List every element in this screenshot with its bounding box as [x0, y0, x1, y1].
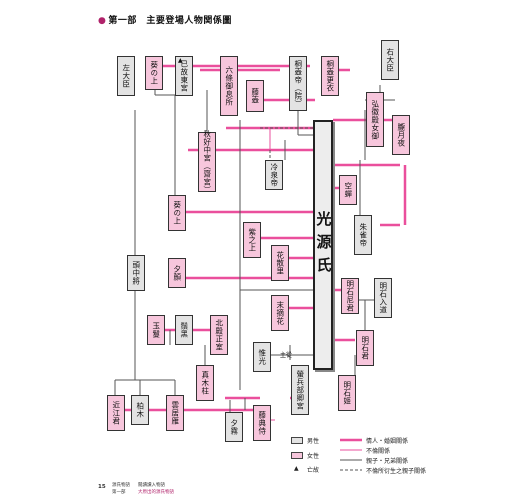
person-suzaku[interactable]: 朱雀帝 — [354, 215, 372, 255]
legend-dead: 亡故 — [307, 467, 320, 474]
legend-female: 女性 — [307, 453, 320, 460]
person-sadaijin[interactable]: 左大臣 — [117, 56, 135, 96]
person-kiritsubo-koi[interactable]: 桐壺更衣 — [321, 56, 339, 96]
legend-parent: 親子・兄弟關係 — [366, 458, 409, 465]
person-yugao[interactable]: 夕顏 — [168, 258, 186, 288]
person-akashi-kimi[interactable]: 明石君 — [356, 330, 374, 366]
page-number: 15 — [98, 484, 106, 490]
page-title: ●第一部 主要登場人物関係圖 — [98, 13, 232, 26]
person-aoi-2[interactable]: 葵の上 — [168, 195, 186, 231]
person-zenbo[interactable]: 已故東宮 — [175, 56, 193, 96]
person-yugiri[interactable]: 夕霧 — [225, 412, 243, 442]
person-omi[interactable]: 近江君 — [107, 395, 125, 431]
legend-lines — [340, 438, 362, 471]
master-servant-label: 主從 — [280, 352, 293, 359]
person-hyobu[interactable]: 螢兵部卿宮 — [291, 365, 309, 415]
legend-unethical-child: 不倫所衍生之親子關係 — [366, 468, 427, 475]
person-akashi-ama[interactable]: 明石尼君 — [341, 278, 359, 314]
person-akashi-nyudo[interactable]: 明石入道 — [374, 278, 392, 318]
person-murasaki[interactable]: 紫之上 — [243, 222, 261, 258]
person-tonojiji[interactable]: 藤典侍 — [253, 405, 271, 441]
person-hero[interactable]: 光源氏 — [313, 120, 333, 370]
person-tono-chujo[interactable]: 頭中將 — [127, 255, 145, 291]
dead-marker-icon: ▲ — [178, 57, 183, 64]
page-title-text: 第一部 主要登場人物関係圖 — [108, 16, 232, 26]
person-rokujo[interactable]: 六條御息所 — [220, 56, 238, 116]
person-fujitsubo[interactable]: 藤壺 — [246, 80, 264, 112]
legend-unethical: 不倫關係 — [366, 448, 391, 455]
person-koremitsu[interactable]: 惟光 — [253, 342, 271, 372]
person-higekuro[interactable]: 鬚黑 — [175, 315, 193, 345]
person-hanachirusato[interactable]: 花散里 — [271, 245, 289, 281]
footer-subtitle: 大原出的源氏物語 — [138, 490, 174, 495]
legend-lovers: 情人・婚姻關係 — [366, 438, 409, 445]
person-kumoinokari[interactable]: 雲居雁 — [166, 395, 184, 431]
footer-part: 第一部 — [112, 490, 126, 495]
legend-swatch-female — [291, 452, 303, 459]
person-udaijin[interactable]: 右大臣 — [381, 40, 399, 80]
person-akikonomu[interactable]: 秋好中宮（齋宮） — [198, 130, 216, 194]
person-kita-no-kata[interactable]: 北殿正室 — [210, 315, 228, 355]
person-aoi[interactable]: 葵の上 — [145, 56, 163, 90]
person-suetsumuhana[interactable]: 末摘花 — [271, 295, 289, 331]
legend-swatch-male — [291, 437, 303, 444]
person-makibashira[interactable]: 真木柱 — [196, 365, 214, 401]
person-kokiden[interactable]: 弘徽殿女御 — [366, 92, 384, 147]
legend-male: 男性 — [307, 438, 320, 445]
person-tamakazura[interactable]: 玉鬘 — [147, 315, 165, 345]
person-kiritsubo-tei[interactable]: 桐壺帝（院） — [289, 56, 307, 111]
footer-book-title: 源氏物語 — [112, 483, 130, 488]
person-reizei[interactable]: 冷泉帝 — [265, 160, 283, 190]
footer-series: 閱讀讀入物語 — [138, 483, 165, 488]
person-kashiwagi[interactable]: 柏木 — [131, 395, 149, 425]
person-utsusemi[interactable]: 空蟬 — [339, 175, 357, 205]
legend-dead-icon: ▲ — [294, 465, 299, 472]
person-oboroduki[interactable]: 朧月夜 — [392, 115, 410, 155]
person-akashi-hime[interactable]: 明石姬 — [338, 375, 356, 411]
title-bullet-icon: ● — [98, 16, 107, 26]
